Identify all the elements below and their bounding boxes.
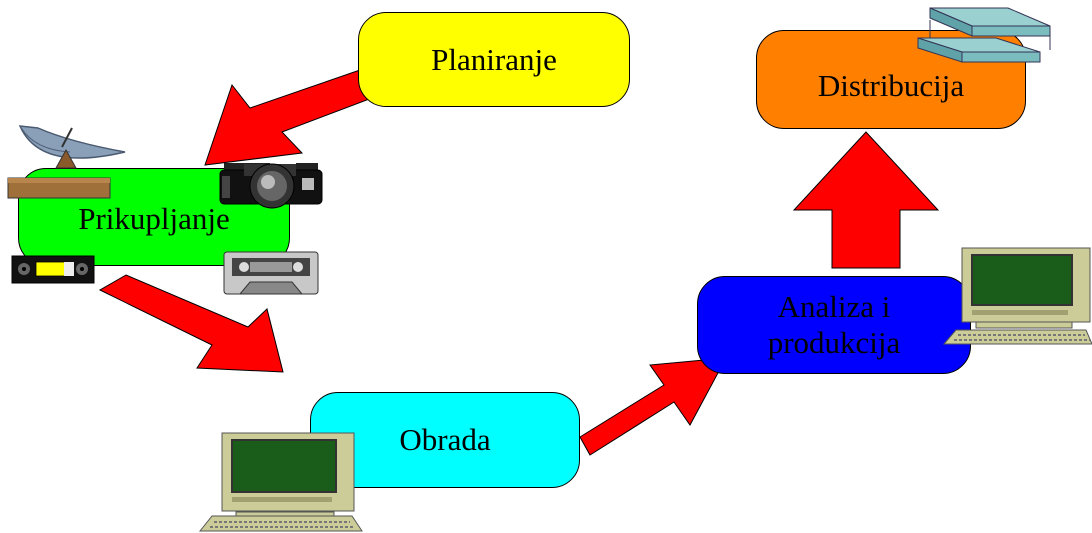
stage-analiza-label-line1: Analiza i — [777, 289, 891, 325]
stage-obrada: Obrada — [310, 392, 580, 488]
audio-cassette-icon — [223, 251, 319, 295]
stage-distribucija: Distribucija — [756, 30, 1026, 129]
arrow-planiranje-to-prikupljanje — [204, 69, 373, 166]
stage-planiranje: Planiranje — [358, 12, 630, 107]
arrow-obrada-to-analiza — [579, 357, 727, 456]
stage-prikupljanje-label: Prikupljanje — [78, 201, 230, 237]
videocassette-icon — [11, 255, 95, 284]
stage-distribucija-label: Distribucija — [817, 67, 965, 103]
computer-icon — [942, 247, 1092, 345]
camera-icon — [219, 163, 323, 209]
satellite-dish-icon — [7, 125, 126, 199]
computer-icon — [198, 432, 363, 532]
stage-analiza-label-line2: produkcija — [767, 325, 901, 360]
stage-planiranje-label: Planiranje — [431, 41, 557, 77]
stage-analiza: Analiza i produkcija — [697, 276, 971, 374]
stage-obrada-label: Obrada — [399, 422, 491, 458]
arrow-analiza-to-distribucija — [792, 131, 940, 269]
file-tray-icon — [917, 7, 1051, 63]
arrow-prikupljanje-to-obrada — [98, 274, 284, 373]
